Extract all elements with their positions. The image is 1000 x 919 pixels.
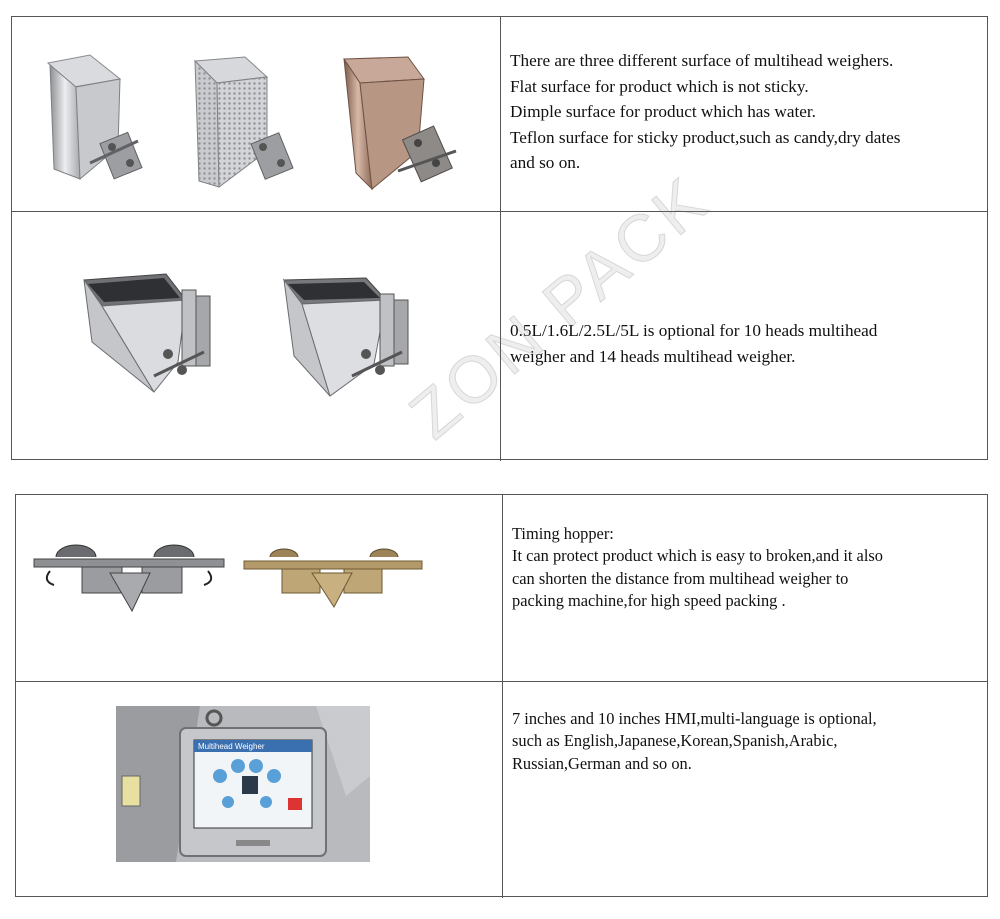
image-cell: Multihead Weigher [16,682,503,898]
text-cell: 7 inches and 10 inches HMI,multi-languag… [503,682,987,898]
image-cell [16,495,503,681]
text-line: weigher and 14 heads multihead weigher. [510,346,796,366]
table-row: There are three different surface of mul… [12,17,987,212]
table-row: Multihead Weigher 7 inches and 10 inches… [16,682,987,898]
text-line: It can protect product which is easy to … [512,546,883,566]
table-bottom: Timing hopper: It can protect product wh… [15,494,988,898]
text-line: packing machine,for high speed packing . [512,590,786,610]
text-line: There are three different surface of mul… [510,51,894,70]
table-row: 0.5L/1.6L/2.5L/5L is optional for 10 hea… [12,212,987,461]
large-hopper-image [83,273,211,393]
text-line: 7 inches and 10 inches HMI,multi-languag… [512,709,877,728]
teflon-surface-hopper-image [343,56,457,191]
volume-description: 0.5L/1.6L/2.5L/5L is optional for 10 hea… [510,318,977,369]
text-line: Russian,German and so on. [512,753,692,773]
text-line: Dimple surface for product which has wat… [510,102,816,121]
hmi-description: 7 inches and 10 inches HMI,multi-languag… [512,708,977,775]
text-line: 0.5L/1.6L/2.5L/5L is optional for 10 hea… [510,321,878,340]
small-hopper-image [283,277,409,397]
hmi-screen-title: Multihead Weigher [198,742,265,751]
timing-hopper-steel-image [33,544,225,613]
text-cell: There are three different surface of mul… [501,17,987,211]
image-cell [12,212,501,461]
timing-hopper-description: Timing hopper: It can protect product wh… [512,523,977,612]
table-top: There are three different surface of mul… [11,16,988,461]
text-cell: Timing hopper: It can protect product wh… [503,495,987,681]
hmi-touch-screen-image: Multihead Weigher [116,706,370,862]
table-row: Timing hopper: It can protect product wh… [16,495,987,682]
timing-hopper-gold-image [243,548,423,608]
text-line: Teflon surface for sticky product,such a… [510,127,901,147]
surface-description: There are three different surface of mul… [510,48,977,176]
text-line: can shorten the distance from multihead … [512,568,849,588]
text-cell: 0.5L/1.6L/2.5L/5L is optional for 10 hea… [501,212,987,461]
text-line: Timing hopper: [512,524,614,543]
image-cell [12,17,501,211]
text-line: such as English,Japanese,Korean,Spanish,… [512,731,838,751]
text-line: Flat surface for product which is not st… [510,76,809,96]
flat-surface-hopper-image [46,54,143,181]
dimple-surface-hopper-image [193,56,294,188]
text-line: and so on. [510,153,581,172]
